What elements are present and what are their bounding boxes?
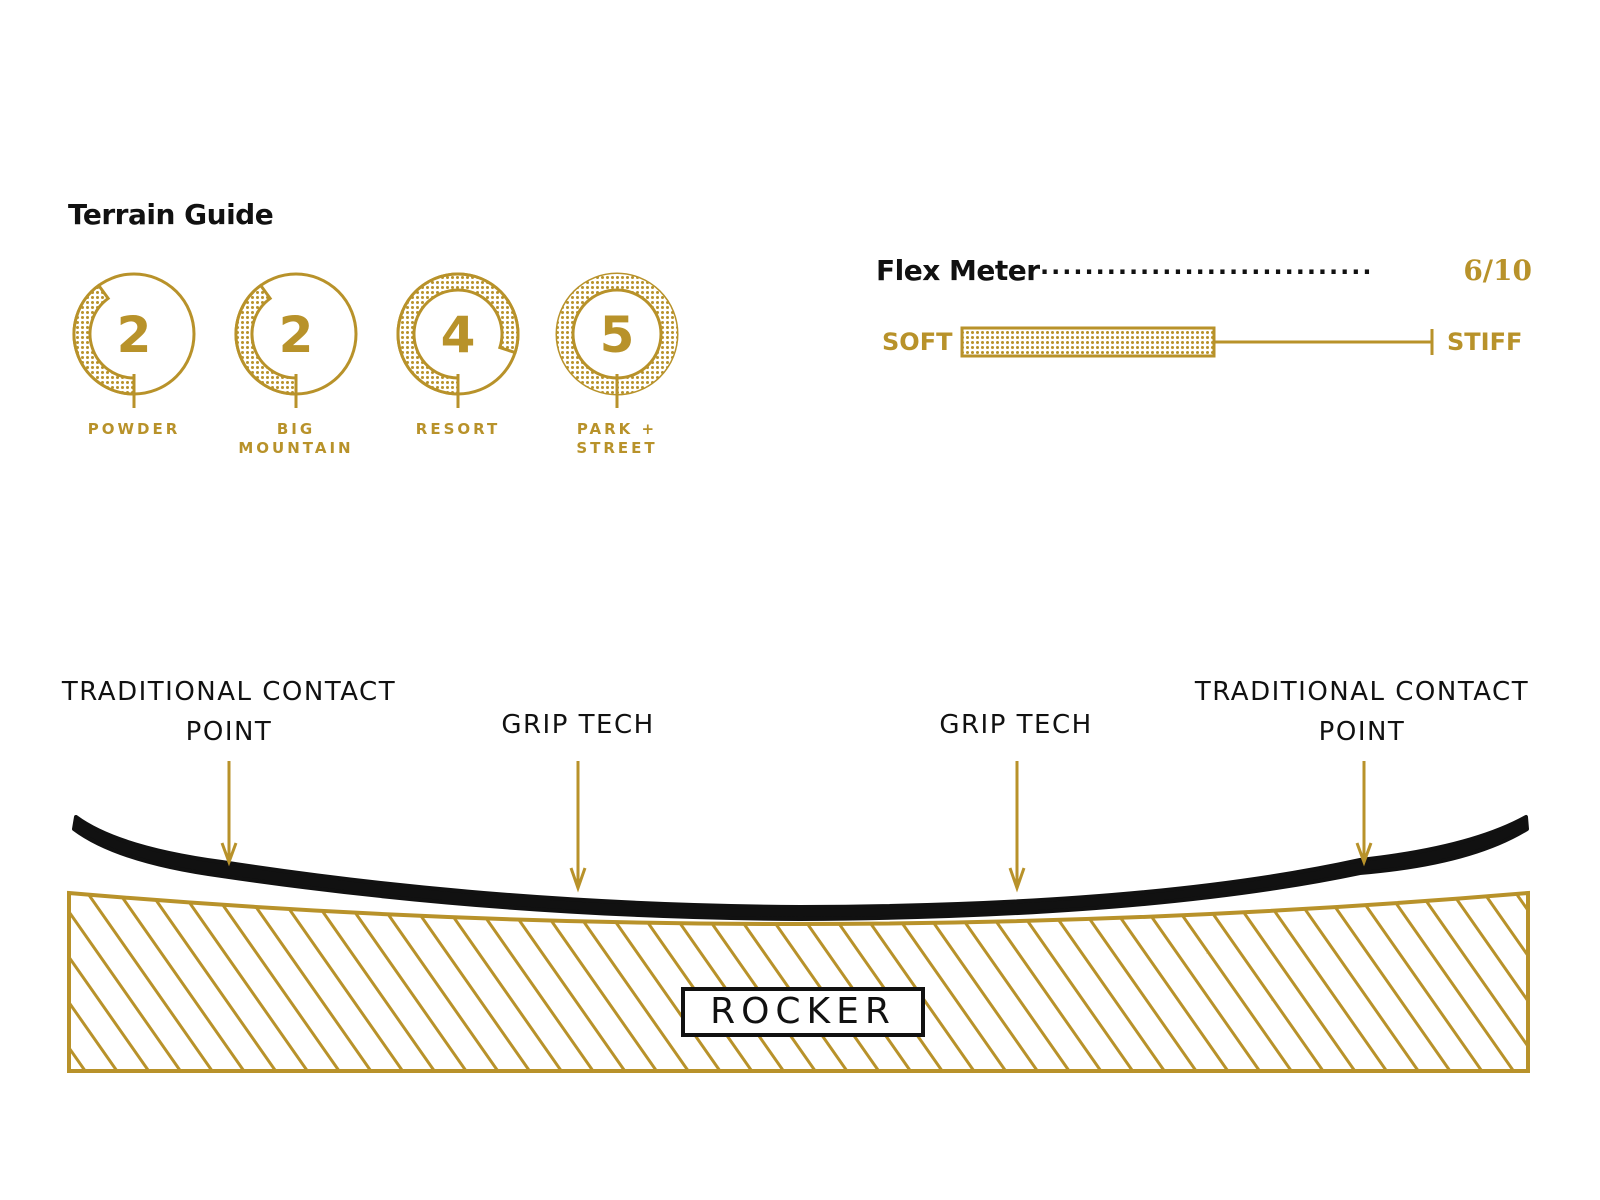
flex-meter-title: Flex Meter — [876, 254, 1040, 287]
terrain-label-line: MOUNTAIN — [238, 439, 354, 457]
terrain-label-line: STREET — [576, 439, 658, 457]
terrain-gauge: 4 — [396, 272, 520, 408]
callout-traditional-contact-left: TRADITIONAL CONTACT POINT — [49, 672, 409, 752]
arrow-grip-tech-left — [569, 761, 587, 893]
terrain-guide-title: Terrain Guide — [68, 198, 274, 231]
arrow-traditional-contact-left — [220, 761, 238, 867]
terrain-label-resort: RESORT — [378, 420, 538, 439]
gauge-fill — [396, 272, 520, 396]
snowboard-profile — [72, 815, 1529, 921]
terrain-label-line: RESORT — [415, 420, 501, 438]
gauge-fill — [234, 283, 298, 396]
callout-line: POINT — [185, 717, 273, 747]
flex-meter-value: 6/10 — [1463, 254, 1532, 287]
rocker-base-hatched — [67, 890, 1530, 1073]
callout-line: GRIP TECH — [939, 710, 1093, 740]
callout-grip-tech-left: GRIP TECH — [398, 705, 758, 745]
gauge-value: 2 — [279, 306, 314, 364]
terrain-gauge: 5 — [555, 272, 679, 408]
flex-stiff-label: STIFF — [1447, 328, 1523, 356]
terrain-label-big-mountain: BIG MOUNTAIN — [216, 420, 376, 458]
terrain-label-park-street: PARK + STREET — [537, 420, 697, 458]
callout-traditional-contact-right: TRADITIONAL CONTACT POINT — [1182, 672, 1542, 752]
terrain-label-powder: POWDER — [54, 420, 214, 439]
flex-meter-leader-dots: .............................. — [1040, 252, 1374, 280]
arrow-grip-tech-right — [1008, 761, 1026, 893]
callout-line: TRADITIONAL CONTACT — [1194, 677, 1530, 707]
arrow-traditional-contact-right — [1355, 761, 1373, 867]
terrain-gauge: 2 — [72, 272, 196, 408]
rocker-label: ROCKER — [681, 987, 925, 1037]
terrain-gauge: 2 — [234, 272, 358, 408]
terrain-label-line: PARK + — [576, 420, 658, 438]
gauge-value: 4 — [441, 306, 476, 364]
callout-line: POINT — [1318, 717, 1406, 747]
gauge-fill — [72, 283, 136, 396]
gauge-value: 2 — [117, 306, 152, 364]
callout-grip-tech-right: GRIP TECH — [836, 705, 1196, 745]
terrain-label-line: POWDER — [87, 420, 181, 438]
terrain-label-line: BIG — [276, 420, 316, 438]
callout-line: TRADITIONAL CONTACT — [61, 677, 397, 707]
flex-soft-label: SOFT — [882, 328, 953, 356]
gauge-value: 5 — [600, 306, 635, 364]
callout-line: GRIP TECH — [501, 710, 655, 740]
